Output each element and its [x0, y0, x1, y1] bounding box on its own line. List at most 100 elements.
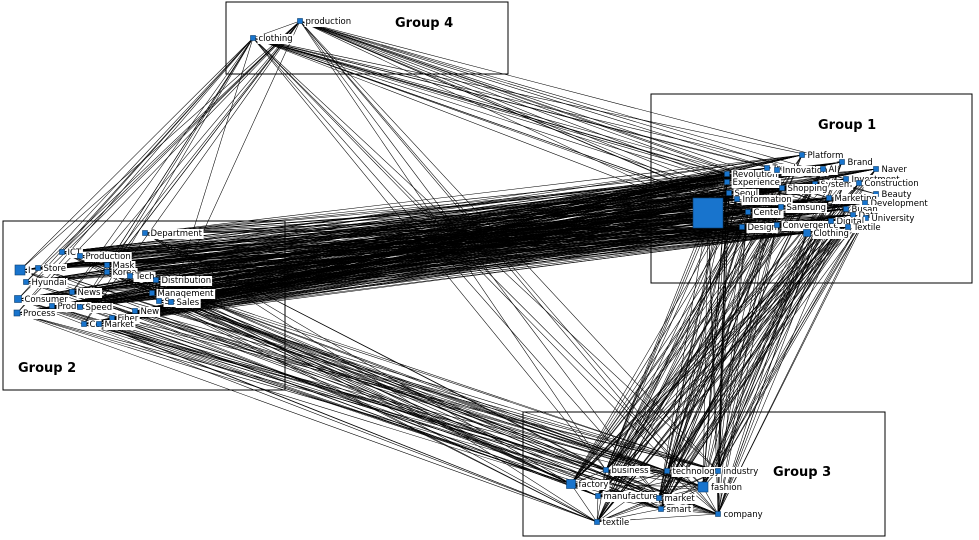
node-label-platform: Platform	[808, 151, 844, 161]
node-label-seoul: Seoul	[735, 189, 759, 199]
edge-g1-g2	[106, 232, 808, 273]
node-label-bg	[869, 199, 930, 209]
node-label-bg	[833, 194, 878, 204]
node-label-bg	[819, 180, 854, 190]
node-label-distribution: Distribution	[162, 276, 212, 286]
edge-g1-g2	[106, 211, 749, 266]
edge-g2-g3	[16, 312, 598, 523]
edge-g2-g3	[16, 312, 607, 471]
edge-g1-g3	[658, 212, 709, 499]
node-label-bg	[880, 165, 909, 175]
edge-g1-g2	[19, 181, 728, 271]
node-label-company: company	[724, 510, 763, 520]
edge-g1-g2	[25, 211, 749, 283]
node-center	[745, 209, 751, 215]
edge-g1-g3	[658, 217, 867, 499]
node-label-fiber: Fiber	[118, 314, 139, 324]
node-label-bg	[846, 158, 874, 168]
edge-g4-g1	[252, 37, 847, 180]
edge-g4-g2	[71, 37, 254, 293]
edge-g1-g3	[605, 192, 730, 471]
edge-g4-g3	[299, 20, 660, 499]
node-design	[739, 224, 745, 230]
node-new	[132, 308, 138, 314]
edge-g2-g3	[25, 281, 704, 488]
node-label-co: Co	[90, 320, 101, 330]
node-label-bg	[111, 261, 136, 271]
node-revolution	[724, 171, 730, 177]
edge-g1-g2	[37, 226, 849, 269]
node-label-bg	[27, 266, 32, 276]
edge-g1-g3	[702, 193, 877, 488]
edge-g1-g3	[717, 197, 830, 515]
edge-g1-g3	[660, 187, 783, 510]
edge-g2-g3	[51, 305, 660, 499]
edge-g2-g3	[17, 298, 598, 523]
node-tech	[127, 273, 133, 279]
node-label-bg	[781, 166, 829, 176]
edge-g1-g3	[717, 211, 749, 472]
node-busan	[843, 206, 849, 212]
node-label-system: System	[821, 180, 853, 190]
edge-g4-g1	[299, 20, 808, 234]
node-clothing1	[803, 229, 811, 237]
edge-g1-g3	[570, 220, 832, 485]
edge-g2-g3	[16, 312, 572, 485]
node-label-bg	[741, 195, 793, 205]
node-label-bg	[806, 151, 845, 161]
edge-g1-g2	[61, 217, 867, 253]
node-label-bg	[577, 480, 610, 490]
edge-g4-g2	[61, 20, 301, 253]
edge-g4-g1	[252, 37, 843, 163]
node-platform	[799, 152, 805, 158]
node-label-bg	[84, 303, 114, 313]
edge-g2-g3	[151, 292, 704, 488]
node-g2hub	[14, 264, 26, 276]
edge-g1-g2	[129, 214, 854, 277]
node-product	[49, 303, 55, 309]
edge-g1-g2	[98, 198, 738, 325]
node-co	[81, 321, 87, 327]
node-label-bg	[116, 314, 140, 324]
node-label-store: Store	[44, 264, 66, 274]
edge-g2-g3	[129, 275, 719, 472]
edge-g4-g1	[252, 37, 778, 226]
edge-g1-g3	[666, 187, 783, 472]
node-label-speed: Speed	[86, 303, 113, 313]
edge-g4-g1	[252, 37, 730, 194]
node-label-clothing1: Clothing	[814, 229, 849, 239]
edge-g1-g3	[570, 187, 783, 485]
edge-g4-g1	[299, 20, 830, 199]
node-label-technology: technology	[673, 467, 720, 477]
node-label-experience: Experience	[733, 178, 780, 188]
node-label-samsung: Samsung	[787, 203, 826, 213]
node-label-center: Center	[754, 208, 783, 218]
node-label-smart: smart	[667, 505, 692, 515]
edge-g4-g2	[106, 20, 301, 266]
edge-g4-g3	[299, 20, 719, 472]
edge-g1-g2	[37, 198, 738, 269]
edge-g4-g2	[17, 20, 301, 300]
edge-g1-g2	[79, 206, 782, 257]
node-investment	[843, 176, 849, 182]
edge-g1-g2	[37, 220, 832, 269]
edge-g2-g3	[61, 251, 607, 471]
edge-g1-g3	[702, 208, 847, 488]
node-label-clothing4: clothing	[259, 34, 293, 44]
node-label-bg	[863, 179, 920, 189]
node-label-design: Design	[748, 223, 777, 233]
node-label-bg	[663, 494, 697, 504]
node-label-bg	[111, 268, 138, 278]
node-label-bg	[139, 307, 161, 317]
edge-g2-g3	[37, 267, 662, 510]
node-label-management: Management	[158, 289, 215, 299]
node-digital	[828, 218, 834, 224]
edge-g1-g3	[666, 226, 849, 472]
node-factory	[566, 479, 576, 489]
node-label-revolution: Revolution	[733, 170, 778, 180]
node-label-bg	[710, 483, 743, 493]
edge-g1-g2	[106, 224, 778, 273]
edge-g2-g3	[170, 301, 704, 488]
node-label-bg	[103, 320, 136, 330]
